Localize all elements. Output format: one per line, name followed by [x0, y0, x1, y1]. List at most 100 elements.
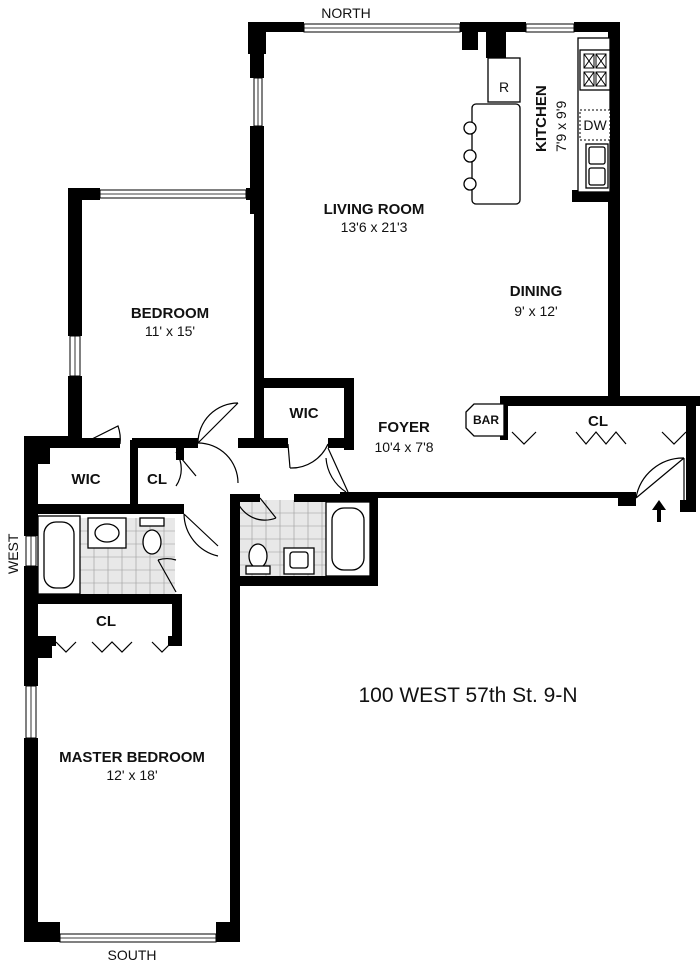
kitchen-name: KITCHEN	[533, 85, 550, 152]
dishwasher	[579, 109, 611, 141]
wall-cl-foyer-right-end	[680, 500, 696, 512]
bath-left-fixtures	[37, 515, 165, 595]
bedroom-dims: 11' x 15'	[145, 323, 195, 339]
living-room-name: LIVING ROOM	[324, 201, 425, 218]
window-north-kitchen	[525, 23, 575, 33]
wall-wic-center-bottom	[262, 438, 288, 448]
dining-name: DINING	[510, 283, 563, 300]
cl-master-zigzag	[55, 641, 77, 653]
bathtub-basin	[331, 507, 365, 571]
room-labels: LIVING ROOM 13'6 x 21'3 KITCHEN 7'9 x 9'…	[59, 85, 608, 783]
kitchen-dims: 7'9 x 9'9	[553, 101, 569, 152]
wall-west-mid	[24, 566, 38, 686]
window-bedroom-west	[69, 335, 81, 377]
kitchen-island	[471, 103, 521, 205]
doors	[81, 402, 685, 593]
wall-top-north-3	[574, 22, 614, 32]
stool	[463, 177, 477, 191]
wall-wic-center-top	[262, 378, 354, 388]
kitchen-sink-basin	[588, 146, 606, 165]
wall-bath-center-top	[230, 494, 260, 502]
wall-cl-small-right	[176, 440, 184, 460]
wall-bath-center-bottom	[230, 576, 378, 586]
wall-cl-master-bottom-2	[168, 636, 182, 646]
cl-master-label: CL	[96, 613, 116, 630]
wall-bedroom-west-2	[68, 376, 82, 438]
door-foyer-bath	[325, 447, 349, 493]
bar-label: BAR	[473, 413, 499, 427]
foyer-dims: 10'4 x 7'8	[374, 439, 433, 455]
compass-north: NORTH	[321, 5, 371, 21]
bedroom-name: BEDROOM	[131, 305, 209, 322]
compass-west: WEST	[5, 533, 21, 574]
window-living-west	[253, 77, 263, 127]
wall-bedroom-north-2	[246, 188, 262, 200]
foyer-name: FOYER	[378, 419, 430, 436]
refrigerator-label: R	[499, 79, 509, 95]
wall-west-main	[24, 436, 38, 536]
vanity	[87, 517, 127, 549]
wall-bath-left-right	[176, 504, 184, 514]
wall-east-upper	[608, 22, 620, 400]
door-bedroom	[197, 402, 239, 444]
cl-master-zigzag-3	[151, 641, 173, 653]
window-bath-west	[25, 535, 37, 567]
master-bedroom-name: MASTER BEDROOM	[59, 749, 205, 766]
master-bedroom-dims: 12' x 18'	[106, 767, 157, 783]
door-bath-center	[235, 497, 277, 521]
windows	[25, 23, 575, 943]
stove-top	[579, 49, 611, 91]
living-room-dims: 13'6 x 21'3	[341, 219, 408, 235]
bar: BAR	[465, 403, 505, 437]
door-entry	[635, 457, 685, 499]
wall-cl-foyer-right	[686, 396, 696, 512]
window-master-south	[59, 933, 217, 943]
dishwasher-label: DW	[583, 117, 607, 133]
wall-living-bedroom	[254, 200, 264, 444]
wic-center-label: WIC	[289, 405, 318, 422]
cl-small-label: CL	[147, 471, 167, 488]
door-wic-center	[287, 443, 329, 469]
wall-bath-center-right	[370, 494, 378, 584]
wall-bath-left-bottom	[36, 594, 182, 604]
wall-wic-left-bottom	[36, 504, 184, 514]
compass-south: SOUTH	[108, 947, 157, 963]
door-wic-left	[81, 425, 121, 445]
wall-cl-master-corner	[36, 636, 52, 658]
door-cl-small	[175, 451, 197, 487]
wall-corner-n-mid	[462, 22, 478, 50]
wall-master-east	[230, 494, 240, 942]
window-north-living	[303, 23, 461, 33]
door-bedroom-2	[197, 442, 239, 484]
door-bath-left	[157, 558, 177, 593]
entry-arrow-icon	[652, 500, 666, 522]
wall-foyer-bottom	[340, 492, 624, 498]
toilet	[142, 529, 162, 555]
wall-bottom-left	[24, 934, 60, 942]
wall-bedroom-bottom3	[238, 438, 264, 448]
bathtub-basin	[43, 521, 75, 589]
walls	[24, 22, 700, 942]
wall-bedroom-bottom	[82, 438, 120, 448]
wall-wic-left-right	[130, 440, 138, 512]
wall-bedroom-west	[68, 188, 82, 336]
window-bedroom-north	[99, 189, 247, 199]
bath-center-fixtures	[245, 501, 371, 577]
stool	[463, 121, 477, 135]
door-hall	[183, 513, 219, 557]
toilet-tank	[139, 517, 165, 527]
wall-foyer-bottom-end	[618, 492, 636, 506]
stool	[463, 149, 477, 163]
kitchen-sink-basin-2	[588, 167, 606, 186]
burner-grid	[583, 53, 607, 87]
toilet	[248, 543, 268, 569]
kitchen-fixtures: R DW	[463, 37, 611, 205]
wall-bath-center-top2	[294, 494, 378, 502]
wall-wic-center-bottom2	[328, 438, 354, 448]
wall-top-north	[248, 22, 304, 32]
wall-wic-center-right	[344, 378, 354, 450]
cl-foyer-label: CL	[588, 413, 608, 430]
wall-bedroom-bottom2	[132, 438, 198, 448]
sink	[289, 551, 309, 569]
